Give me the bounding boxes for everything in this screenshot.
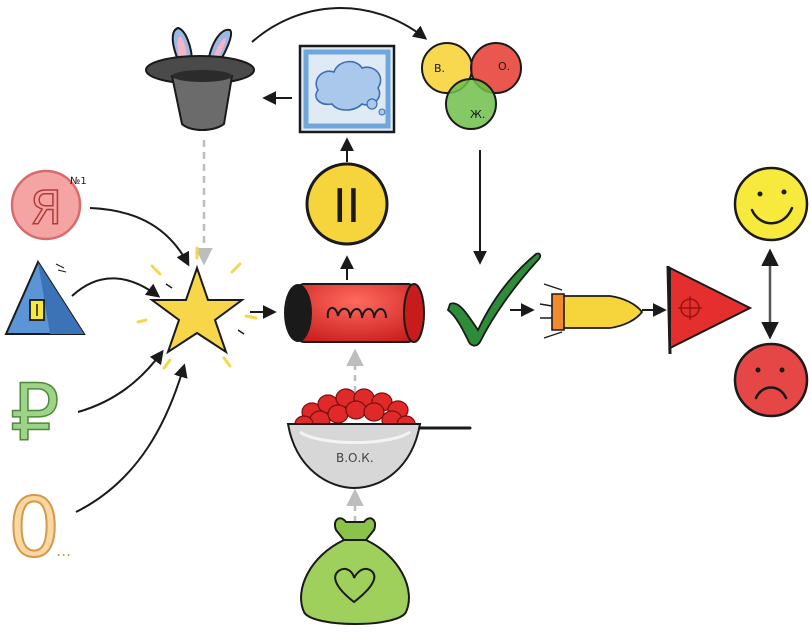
arrow-zero-to-star bbox=[75, 363, 188, 513]
heart-bag-icon bbox=[300, 517, 410, 625]
pause-symbol: II bbox=[333, 179, 360, 233]
zero-digit: 0 bbox=[8, 481, 60, 576]
checkmark-icon bbox=[446, 252, 542, 347]
arrow-pyramid-to-star bbox=[71, 277, 161, 298]
arrow-ruble-to-star bbox=[77, 349, 164, 413]
venn-label-o: О. bbox=[498, 60, 510, 73]
ya-circle-icon: Я №1 bbox=[10, 169, 87, 241]
ruble-symbol: ₽ bbox=[10, 369, 60, 459]
arrows bbox=[71, 7, 779, 522]
sad-face-icon bbox=[733, 342, 809, 418]
venn-circles-icon: В. О. Ж. bbox=[421, 42, 522, 130]
zero-icon: 0 ... bbox=[7, 480, 71, 577]
red-flag-target-icon bbox=[666, 265, 753, 355]
venn-label-zh: Ж. bbox=[470, 108, 485, 121]
red-cylinder-coil-icon bbox=[284, 283, 425, 343]
arrow-hat-to-venn bbox=[251, 7, 428, 43]
picture-frame-cloud-icon bbox=[298, 44, 396, 134]
ya-superscript: №1 bbox=[70, 176, 87, 187]
happy-face-icon bbox=[733, 166, 809, 242]
ya-letter: Я bbox=[30, 181, 62, 235]
top-hat-rabbit-icon bbox=[145, 26, 255, 131]
ruble-icon: ₽ bbox=[9, 368, 60, 460]
berry-bowl-icon: В.О.К. bbox=[286, 388, 472, 490]
arrow-ya-to-star bbox=[89, 207, 190, 267]
sparkle-star-icon bbox=[136, 246, 258, 370]
bowl-label: В.О.К. bbox=[336, 451, 374, 465]
pyramid-icon bbox=[4, 259, 86, 335]
pause-circle-icon: II bbox=[305, 162, 389, 246]
venn-label-b: В. bbox=[434, 62, 445, 75]
zero-dots: ... bbox=[56, 541, 71, 560]
bullet-icon bbox=[539, 283, 644, 339]
